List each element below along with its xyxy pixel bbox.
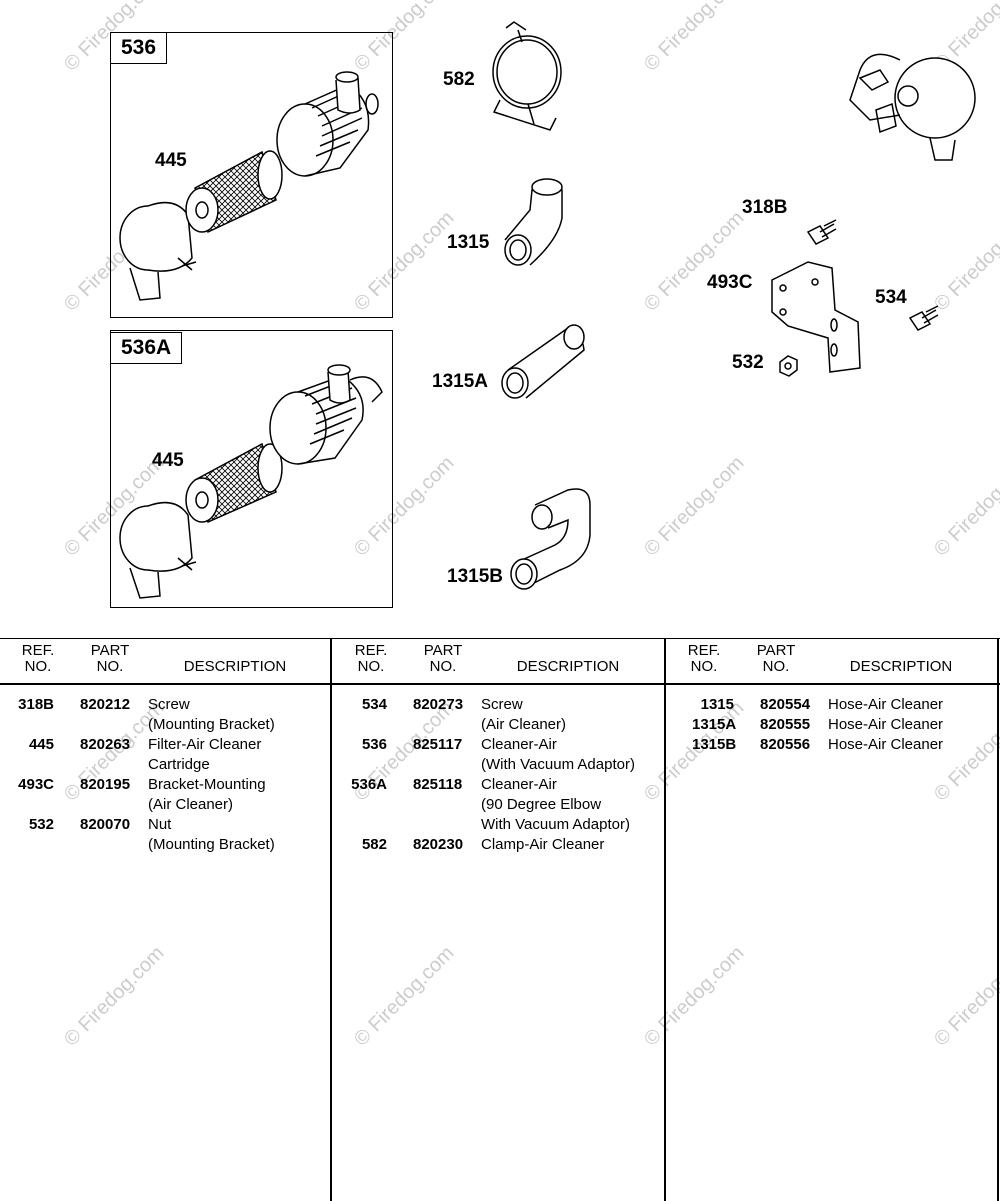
callout-532: 532 — [732, 352, 764, 373]
ref-no: 534 — [361, 696, 387, 713]
part-no: 820263 — [80, 736, 131, 753]
hose-1315b-drawing — [510, 488, 591, 590]
callout-445-lower: 445 — [152, 450, 184, 471]
part-no: 820273 — [413, 696, 464, 713]
air-cleaner-536-drawing — [119, 71, 379, 301]
part-no: 825117 — [413, 736, 463, 753]
callout-582: 582 — [443, 69, 475, 90]
callout-536a: 536A — [110, 332, 183, 364]
part-no: 820070 — [80, 816, 131, 833]
ref-no: 582 — [361, 836, 387, 853]
header-ref-no: REF.NO. — [687, 642, 721, 675]
part-no: 820554 — [760, 696, 811, 713]
hose-1315-drawing — [504, 178, 563, 266]
header-description: DESCRIPTION — [183, 658, 287, 675]
bracket-493c-drawing — [771, 261, 861, 373]
callout-536: 536 — [110, 32, 168, 64]
description: Hose-Air Cleaner — [828, 736, 944, 753]
part-no: 820555 — [760, 716, 811, 733]
hose-1315a-drawing — [501, 324, 585, 399]
header-description: DESCRIPTION — [516, 658, 620, 675]
clamp-582-drawing — [492, 21, 562, 131]
description: Cleaner-Air(With Vacuum Adaptor) — [481, 736, 635, 773]
screw-534-drawing — [908, 305, 939, 331]
assembly-box-536a — [110, 330, 393, 608]
engine-fragment-drawing — [849, 53, 976, 161]
ref-no: 1315A — [692, 716, 737, 733]
column-divider — [330, 639, 332, 1201]
parts-illustration — [119, 21, 976, 599]
callout-445-upper: 445 — [155, 150, 187, 171]
ref-no: 1315B — [692, 736, 737, 753]
description: Hose-Air Cleaner — [828, 716, 944, 733]
column-divider — [664, 639, 666, 1201]
ref-no: 493C — [18, 776, 54, 793]
screw-318b-drawing — [806, 219, 837, 245]
nut-532-drawing — [779, 355, 798, 377]
part-no: 820212 — [80, 696, 131, 713]
ref-no: 318B — [18, 696, 54, 713]
description: Hose-Air Cleaner — [828, 696, 944, 713]
header-ref-no: REF.NO. — [21, 642, 55, 675]
header-description: DESCRIPTION — [849, 658, 953, 675]
callout-1315b: 1315B — [447, 566, 503, 587]
column-divider — [997, 639, 999, 1201]
callout-318b: 318B — [742, 197, 788, 218]
ref-no: 1315 — [700, 696, 734, 713]
description: Screw(Mounting Bracket) — [148, 696, 275, 733]
header-divider — [0, 683, 1000, 685]
part-no: 820230 — [413, 836, 464, 853]
ref-no: 536A — [351, 776, 387, 793]
description: Bracket-Mounting(Air Cleaner) — [148, 776, 266, 813]
callout-534: 534 — [875, 287, 907, 308]
air-cleaner-536a-drawing — [119, 364, 383, 599]
header-ref-no: REF.NO. — [354, 642, 388, 675]
part-no: 825118 — [413, 776, 463, 793]
assembly-box-536 — [110, 32, 393, 318]
ref-no: 532 — [28, 816, 54, 833]
callout-1315: 1315 — [447, 232, 490, 253]
description: Clamp-Air Cleaner — [481, 836, 605, 853]
callout-493c: 493C — [707, 272, 753, 293]
description: Nut(Mounting Bracket) — [148, 816, 275, 853]
part-no: 820195 — [80, 776, 131, 793]
ref-no: 536 — [361, 736, 387, 753]
callout-1315a: 1315A — [432, 371, 488, 392]
ref-no: 445 — [28, 736, 54, 753]
description: Screw(Air Cleaner) — [481, 696, 567, 733]
part-no: 820556 — [760, 736, 811, 753]
